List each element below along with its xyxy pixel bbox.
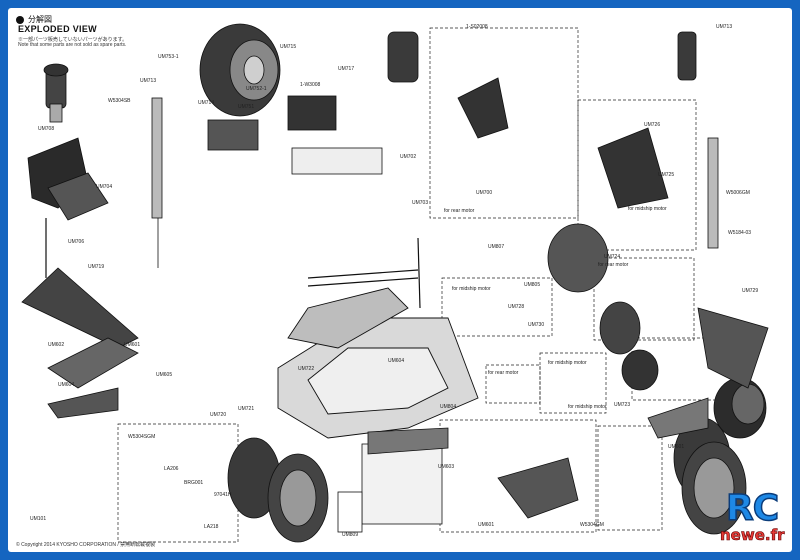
part-label: 1-W3008 [300, 82, 321, 88]
part-label: UM723 [614, 402, 630, 408]
part-label: UM807 [488, 244, 504, 250]
part-label: UM715 [280, 44, 296, 50]
part-label: UM753-1 [158, 54, 179, 60]
logo-line1: RC [725, 487, 780, 530]
part-label: UM717 [338, 66, 354, 72]
part-label: UM805 [524, 282, 540, 288]
midship-motor-box [441, 277, 553, 337]
rear-bulkhead [457, 77, 769, 439]
part-label: UM101 [30, 516, 46, 522]
midship-upper-box [577, 99, 697, 251]
part-label: UM602 [48, 342, 64, 348]
part-label: UM702 [400, 154, 416, 160]
page-title: EXPLODED VIEW [18, 24, 97, 34]
part-label: UM604 [388, 358, 404, 364]
part-label: UM720 [210, 412, 226, 418]
part-label: UM721 [238, 406, 254, 412]
title-row: 分解図 [16, 14, 52, 25]
part-label: UM804 [440, 404, 456, 410]
copyright-text: © Copyright 2014 KYOSHO CORPORATION / 禁無… [16, 542, 156, 548]
part-label: W5184-03 [728, 230, 751, 236]
part-label: UM703 [412, 200, 428, 206]
part-label: UM809 [342, 532, 358, 538]
note-en: Note that some parts are not sold as spa… [18, 42, 127, 48]
exploded-view-diagram: UM753-1 UM713 W5304SB UM708 UM715 UM714 … [21, 23, 769, 543]
part-label: LA206 [164, 466, 179, 472]
part-label: UM601 [478, 522, 494, 528]
bullet-icon [16, 15, 24, 24]
part-label: UM714 [198, 100, 214, 106]
part-label: UM700 [476, 190, 492, 196]
part-label: UM725 [658, 172, 674, 178]
rear-arm [367, 427, 579, 519]
part-label: UM730 [528, 322, 544, 328]
box-label-midship-motor-3: for midship motor [548, 360, 587, 366]
box-label-midship-motor-4: for midship motor [568, 404, 607, 410]
rc-newe-logo: RC newe.fr [720, 487, 786, 548]
lower-right-box [597, 425, 663, 531]
main-chassis [277, 287, 479, 439]
box-label-rear-motor-3: for rear motor [488, 370, 519, 376]
part-label: 1-S02008 [466, 24, 488, 30]
part-label: UM601 [124, 342, 140, 348]
box-label-midship-motor-2: for midship motor [452, 286, 491, 292]
part-label: W5006GM [726, 190, 750, 196]
exploded-view-sheet: UM753-1 UM713 W5304SB UM708 UM715 UM714 … [8, 8, 792, 552]
gearbox [547, 223, 659, 391]
box-label-rear-motor: for rear motor [444, 208, 475, 214]
front-bulkhead [27, 137, 109, 221]
part-label: UM713 [716, 24, 732, 30]
box-label-rear-motor-2: for rear motor [598, 262, 629, 268]
part-label: UM722 [298, 366, 314, 372]
part-label: W5304SGM [128, 434, 155, 440]
rear-motor-small-box [485, 364, 541, 404]
part-label: BRG001 [184, 480, 203, 486]
servo [207, 95, 383, 175]
part-label: UM706 [68, 239, 84, 245]
part-label: UM708 [38, 126, 54, 132]
rear-motor-box [593, 257, 695, 341]
front-wheels-bottom [227, 437, 329, 543]
rear-shock [677, 31, 719, 249]
title-jp: 分解図 [28, 15, 52, 24]
part-label: UM605 [156, 372, 172, 378]
part-label: UM604 [58, 382, 74, 388]
lower-left-box [117, 423, 239, 543]
part-label: UM728 [508, 304, 524, 310]
part-label: 97041H [214, 492, 232, 498]
part-labels: UM753-1 UM713 W5304SB UM708 UM715 UM714 … [30, 24, 758, 538]
part-label: UM601 [668, 444, 684, 450]
part-label: UM724 [604, 254, 620, 260]
rods [45, 218, 421, 309]
box-labels: for rear motor for midship motor for rea… [444, 206, 667, 410]
battery [337, 443, 443, 533]
part-label: UM603 [438, 464, 454, 470]
part-label: UM752-1 [246, 86, 267, 92]
part-label: UM751 [238, 104, 254, 110]
note-jp: ※一部パーツ販売していないパーツがあります。 [18, 37, 128, 43]
part-label: UM719 [88, 264, 104, 270]
part-label: UM713 [140, 78, 156, 84]
part-label: W5304SB [108, 98, 131, 104]
front-arm-left [21, 267, 139, 419]
logo-line2: newe.fr [720, 526, 785, 545]
front-shock-left [43, 63, 69, 123]
front-shock-right [151, 31, 419, 268]
part-label: UM729 [742, 288, 758, 294]
front-tire-top [199, 23, 281, 117]
box-label-midship-motor: for midship motor [628, 206, 667, 212]
part-label: W5304GM [580, 522, 604, 528]
rear-wheels-bottom [673, 417, 747, 535]
part-label: UM726 [644, 122, 660, 128]
part-label: UM704 [96, 184, 112, 190]
motor [713, 377, 767, 439]
part-label: LA218 [204, 524, 219, 530]
